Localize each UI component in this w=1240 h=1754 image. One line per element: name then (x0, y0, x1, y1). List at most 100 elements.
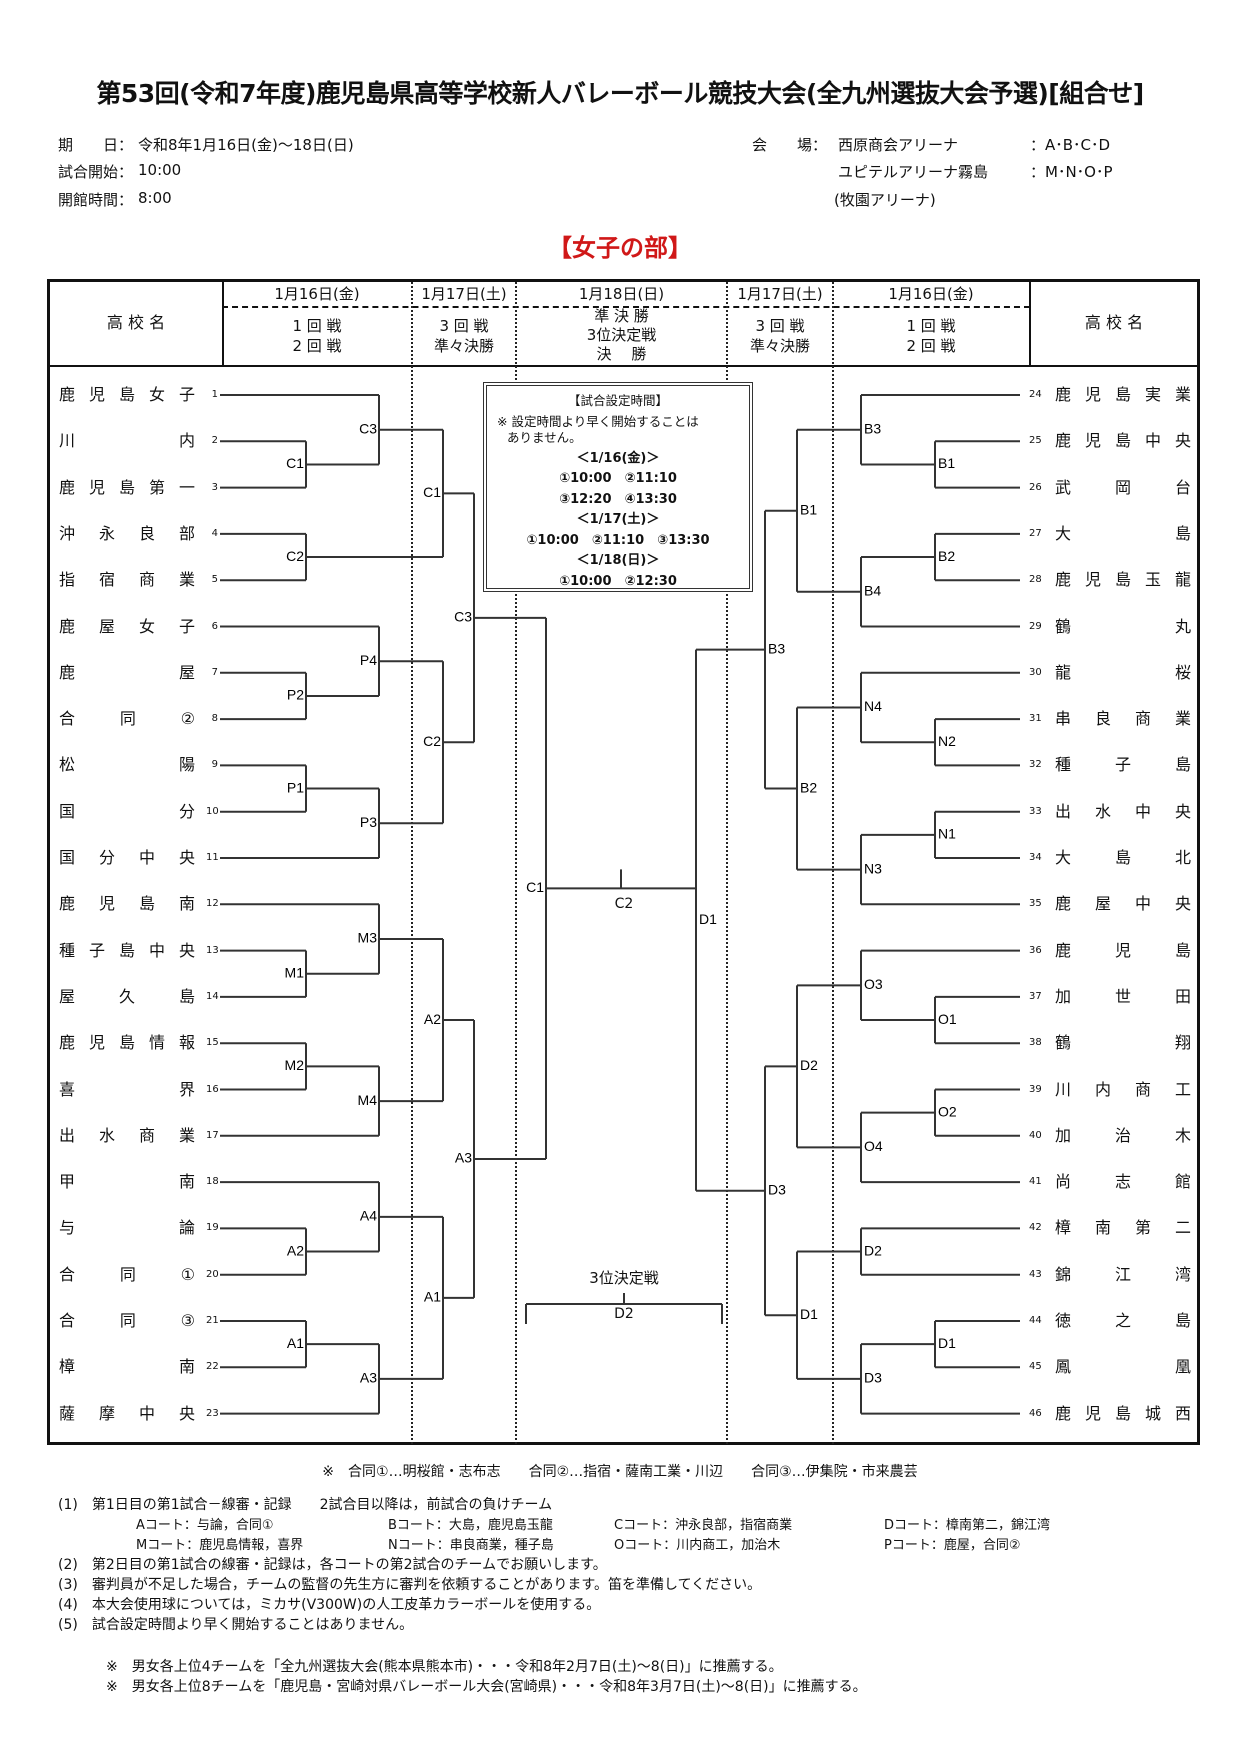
match-label: A1 (287, 1335, 304, 1351)
team-number: 2 (211, 435, 218, 447)
team-number: 28 (1029, 574, 1042, 586)
match-label: N3 (864, 860, 882, 876)
team-name: 川内商工 (1055, 1079, 1191, 1099)
column-date: 1月17日(土) (737, 285, 823, 303)
court-assign: Bコート：大島，鹿児島玉龍 (388, 1518, 553, 1533)
team-name: 薩摩中央 (59, 1403, 195, 1423)
divider (50, 365, 1197, 367)
open-value: 8:00 (138, 189, 172, 207)
schedule-day: ＜1/18(日)＞ (576, 553, 660, 568)
match-label: D2 (800, 1057, 818, 1073)
venue-label: 会 場： (752, 136, 828, 154)
school-name-header: 高 校 名 (1084, 313, 1144, 332)
column-round: 3位決定戦 (586, 326, 657, 344)
team-name: 鶴翔 (1055, 1033, 1191, 1053)
match-label: B3 (864, 420, 881, 436)
match-label: C1 (286, 455, 304, 471)
column-date: 1月16日(金) (888, 285, 974, 303)
court-assign: Cコート：沖永良部，指宿商業 (614, 1518, 793, 1533)
team-name: 川内 (59, 431, 195, 451)
column-round: 1 回 戦 (292, 317, 342, 335)
divider (222, 306, 1030, 308)
page-title: 第53回(令和7年度)鹿児島県高等学校新人バレーボール競技大会(全九州選抜大会予… (96, 79, 1144, 108)
team-number: 5 (211, 574, 218, 586)
match-label: O4 (864, 1138, 883, 1154)
venue-name: ユピテルアリーナ霧島 (838, 163, 989, 181)
column-round: 準 決 勝 (594, 307, 649, 325)
team-number: 7 (211, 666, 218, 678)
column-round: 3 回 戦 (755, 317, 805, 335)
team-name: 合同② (59, 709, 195, 729)
team-name: 鶴丸 (1055, 616, 1191, 636)
team-number: 17 (206, 1129, 219, 1141)
team-number: 26 (1029, 481, 1042, 493)
team-number: 9 (211, 759, 218, 771)
match-label: M4 (358, 1092, 378, 1108)
match-label: D1 (699, 911, 717, 927)
match-label: N4 (864, 698, 882, 714)
team-number: 11 (206, 852, 219, 863)
match-label: M3 (358, 930, 378, 946)
start-value: 10:00 (138, 161, 182, 179)
match-label: O3 (864, 976, 883, 992)
match-label: O2 (938, 1103, 957, 1119)
divider (1029, 282, 1031, 366)
match-label: M2 (285, 1057, 305, 1073)
match-label: B1 (800, 501, 817, 517)
team-name: 鹿児島情報 (59, 1033, 195, 1053)
match-label: C3 (359, 420, 377, 436)
court-assign: Oコート：川内商工，加治木 (614, 1538, 781, 1553)
match-label: C2 (286, 548, 304, 564)
court-assign: Dコート：樟南第二，錦江湾 (884, 1518, 1051, 1533)
recommendation-2: ※ 男女各上位8チームを「鹿児島・宮崎対県バレーボール大会(宮崎県)・・・令和8… (106, 1679, 867, 1695)
schedule-times: ①10:00 ②11:10 ③13:30 (526, 532, 710, 548)
note-5: (5) 試合設定時間より早く開始することはありません。 (58, 1617, 414, 1633)
team-number: 18 (206, 1176, 219, 1188)
team-number: 3 (211, 481, 218, 493)
team-number: 19 (206, 1222, 219, 1234)
team-number: 32 (1029, 759, 1042, 771)
team-name: 徳之島 (1055, 1311, 1191, 1330)
column-round: 2 回 戦 (292, 337, 342, 355)
team-name: 国分 (59, 801, 195, 821)
match-label: B3 (768, 640, 785, 656)
match-label: D3 (864, 1370, 882, 1386)
team-name: 鹿児島 (1055, 940, 1191, 960)
team-name: 加治木 (1055, 1125, 1191, 1145)
match-label: C2 (423, 733, 441, 749)
team-name: 武岡台 (1055, 477, 1191, 497)
date-value: 令和8年1月16日(金)～18日(日) (138, 136, 354, 154)
column-round: 決 勝 (596, 345, 647, 363)
team-number: 37 (1029, 990, 1042, 1002)
schedule-times: ①10:00 ②12:30 (559, 573, 677, 589)
match-schedule-box: 【試合設定時間】 ※ 設定時間より早く開始することは ありません。 ＜1/16(… (483, 382, 753, 592)
team-number: 34 (1029, 852, 1042, 863)
match-label: P1 (287, 779, 304, 795)
team-name: 指宿商業 (59, 570, 195, 590)
court-assign: Aコート：与論，合同① (136, 1518, 274, 1533)
team-name: 国分中央 (59, 848, 195, 867)
match-label: B1 (938, 455, 955, 471)
team-name: 鹿児島実業 (1055, 385, 1191, 404)
joint-team-note: ※ 合同①…明桜館・志布志 合同②…指宿・薩南工業・川辺 合同③…伊集院・市来農… (322, 1464, 918, 1480)
team-number: 23 (206, 1407, 219, 1419)
match-label: A1 (424, 1289, 441, 1305)
match-label: A4 (360, 1208, 377, 1224)
venue-courts: ：M･N･O･P (1030, 163, 1113, 181)
column-round: 3 回 戦 (439, 317, 489, 335)
schedule-times: ①10:00 ②11:10 (559, 471, 677, 486)
third-place-match-label: D2 (614, 1306, 634, 1322)
match-label: O1 (938, 1011, 957, 1027)
team-number: 45 (1029, 1361, 1042, 1373)
team-name: 出水中央 (1055, 801, 1191, 821)
team-name: 合同① (59, 1264, 195, 1284)
team-number: 46 (1029, 1407, 1042, 1419)
match-label: B4 (864, 582, 881, 598)
match-label: C3 (454, 609, 472, 625)
team-number: 40 (1029, 1129, 1042, 1141)
column-round: 準々決勝 (433, 337, 494, 355)
match-label: C1 (423, 484, 441, 500)
team-name: 喜界 (59, 1079, 195, 1099)
match-label: A3 (360, 1370, 377, 1386)
team-name: 鹿屋 (59, 662, 195, 682)
